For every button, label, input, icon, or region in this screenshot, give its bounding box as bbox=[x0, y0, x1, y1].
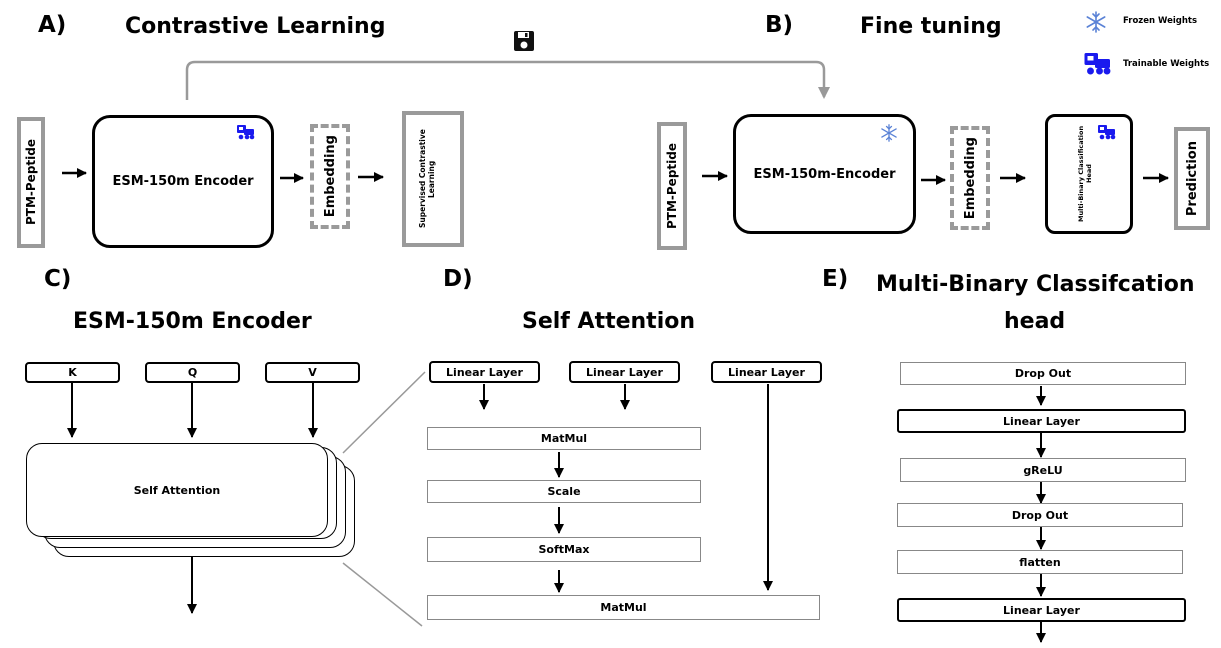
snowflake-icon bbox=[881, 124, 897, 142]
prediction-label: Prediction bbox=[1184, 140, 1200, 217]
panel-e-title-line1: Multi-Binary Classifcation bbox=[876, 272, 1195, 297]
panel-e-letter: E) bbox=[822, 266, 849, 292]
query-input: Q bbox=[145, 362, 240, 383]
linear-layer-k: Linear Layer bbox=[429, 361, 540, 383]
linear-layer-label: Linear Layer bbox=[728, 365, 805, 379]
linear-layer-q: Linear Layer bbox=[569, 361, 680, 383]
head-layer-label: Linear Layer bbox=[1003, 414, 1080, 428]
scale-label: Scale bbox=[547, 485, 581, 498]
panel-c-letter: C) bbox=[44, 266, 72, 292]
legend-trainable-label: Trainable Weights bbox=[1123, 59, 1210, 69]
classification-head-box: Multi-Binary Classification Head bbox=[1045, 114, 1133, 234]
contrastive-objective-label: Supervised Contrastive Learning bbox=[418, 129, 436, 229]
head-layer-linear-1: Linear Layer bbox=[897, 409, 1186, 433]
panel-a-title: Contrastive Learning bbox=[125, 14, 386, 39]
snowflake-icon bbox=[1086, 11, 1106, 33]
panel-a-letter: A) bbox=[38, 12, 67, 38]
legend-frozen-label: Frozen Weights bbox=[1123, 16, 1198, 26]
linear-layer-label: Linear Layer bbox=[446, 365, 523, 379]
head-layer-label: Drop Out bbox=[1014, 367, 1072, 380]
panel-b-letter: B) bbox=[765, 12, 794, 38]
train-icon bbox=[237, 125, 255, 140]
esm-encoder-box-a: ESM-150m Encoder bbox=[92, 115, 274, 248]
head-layer-linear-2: Linear Layer bbox=[897, 598, 1186, 622]
head-layer-grelu: gReLU bbox=[900, 458, 1186, 482]
head-layer-label: Drop Out bbox=[1011, 508, 1069, 522]
linear-layer-label: Linear Layer bbox=[586, 365, 663, 379]
train-icon bbox=[1098, 125, 1116, 140]
panel-b-title: Fine tuning bbox=[860, 14, 1002, 39]
panel-c-title: ESM-150m Encoder bbox=[73, 309, 312, 334]
value-input: V bbox=[265, 362, 360, 383]
esm-encoder-box-b: ESM-150m-Encoder bbox=[733, 114, 916, 234]
embedding-label: Embedding bbox=[962, 136, 978, 220]
panel-e-title-line2: head bbox=[1004, 309, 1066, 334]
train-icon bbox=[1084, 53, 1111, 75]
matmul-label: MatMul bbox=[600, 601, 647, 614]
head-layer-dropout-2: Drop Out bbox=[897, 503, 1183, 527]
linear-layer-v: Linear Layer bbox=[711, 361, 822, 383]
panel-d-title: Self Attention bbox=[522, 309, 696, 334]
self-attention-block: Self Attention bbox=[26, 443, 328, 537]
query-label: Q bbox=[187, 366, 198, 379]
embedding-box-b: Embedding bbox=[950, 126, 990, 230]
matmul-label: MatMul bbox=[540, 432, 588, 445]
matmul-box-2: MatMul bbox=[427, 595, 820, 620]
softmax-label: SoftMax bbox=[538, 543, 590, 556]
ptm-peptide-label: PTM-Peptide bbox=[665, 142, 679, 229]
value-label: V bbox=[308, 366, 317, 379]
panel-d-letter: D) bbox=[443, 266, 473, 292]
floppy-disk-icon bbox=[514, 31, 534, 51]
head-layer-label: gReLU bbox=[1023, 463, 1063, 477]
key-input: K bbox=[25, 362, 120, 383]
head-layer-flatten: flatten bbox=[897, 550, 1183, 574]
head-layer-label: flatten bbox=[1019, 555, 1061, 569]
esm-encoder-label: ESM-150m Encoder bbox=[112, 174, 254, 189]
ptm-peptide-label: PTM-Peptide bbox=[24, 139, 38, 226]
embedding-label: Embedding bbox=[322, 135, 338, 218]
weight-transfer-connector bbox=[185, 60, 830, 100]
ptm-peptide-input-b: PTM-Peptide bbox=[657, 122, 687, 250]
ptm-peptide-input-a: PTM-Peptide bbox=[17, 117, 45, 248]
embedding-box-a: Embedding bbox=[310, 124, 350, 229]
matmul-box-1: MatMul bbox=[427, 427, 701, 450]
self-attention-label: Self Attention bbox=[133, 484, 221, 497]
scale-box: Scale bbox=[427, 480, 701, 503]
head-layer-label: Linear Layer bbox=[1003, 603, 1080, 617]
head-layer-dropout-1: Drop Out bbox=[900, 362, 1186, 385]
esm-encoder-label: ESM-150m-Encoder bbox=[753, 166, 896, 182]
key-label: K bbox=[68, 366, 77, 379]
prediction-output-box: Prediction bbox=[1174, 127, 1210, 230]
softmax-box: SoftMax bbox=[427, 537, 701, 562]
contrastive-objective-box: Supervised Contrastive Learning bbox=[402, 111, 464, 247]
